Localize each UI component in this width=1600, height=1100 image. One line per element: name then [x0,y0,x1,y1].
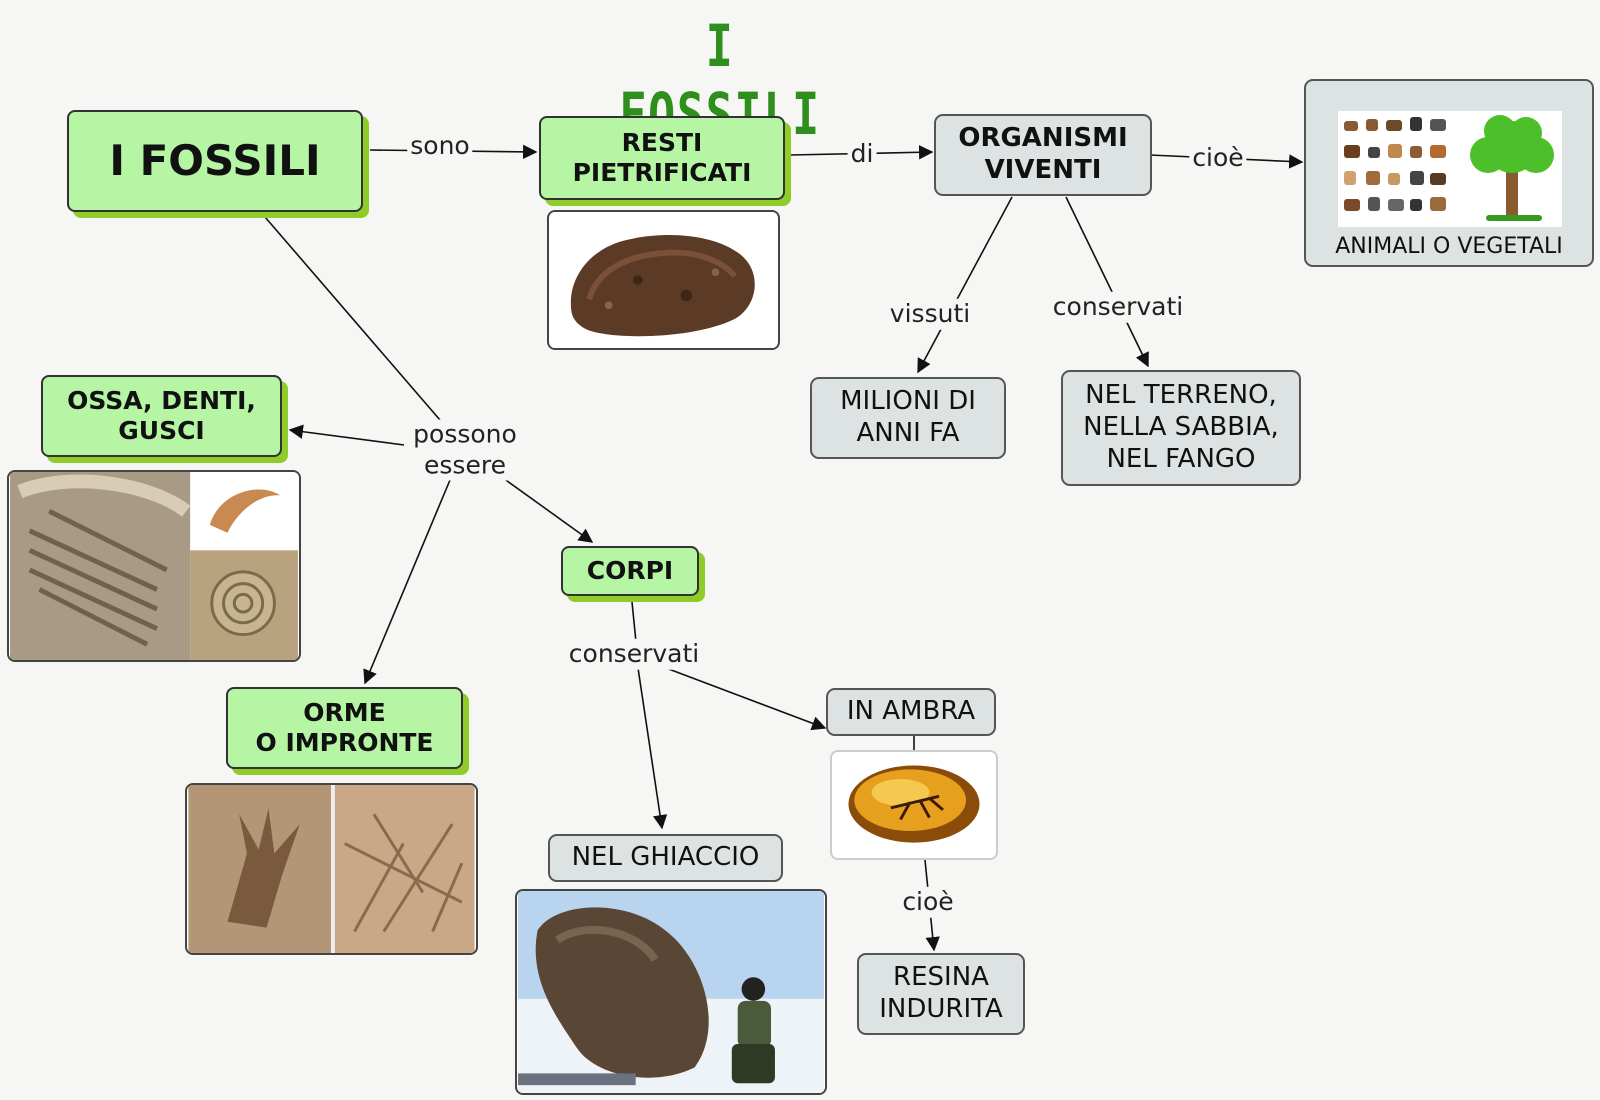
bones-teeth-shells-image [7,470,301,662]
link-possono-corpi [502,477,594,543]
node-i-fossili[interactable]: I FOSSILI [67,110,363,212]
node-in-ambra[interactable]: IN AMBRA [826,688,996,736]
link-label-conservati-2: conservati [565,638,703,670]
link-label-sono: sono [407,130,473,162]
node-resina-indurita[interactable]: RESINA INDURITA [857,953,1025,1035]
link-possono-orme [363,479,451,685]
node-nel-ghiaccio[interactable]: NEL GHIACCIO [548,834,783,882]
amber-image [830,750,998,860]
node-corpi[interactable]: CORPI [561,546,699,596]
node-animali-vegetali[interactable]: ANIMALI O VEGETALI [1304,79,1594,267]
animali-vegetali-label: ANIMALI O VEGETALI [1335,234,1563,259]
link-main-possono [264,216,441,421]
node-organismi-viventi[interactable]: ORGANISMI VIVENTI [934,114,1152,196]
node-milioni-di-anni-fa[interactable]: MILIONI DI ANNI FA [810,377,1006,459]
animals-tree-drawing [1344,115,1554,221]
node-orme-impronte[interactable]: ORME O IMPRONTE [226,687,463,769]
link-possono-ossa [288,424,405,446]
mammoth-in-ice-image [515,889,827,1095]
link-organismi-terreno [1065,196,1149,368]
node-ossa-denti-gusci[interactable]: OSSA, DENTI, GUSCI [41,375,282,457]
link-label-cioe-2: cioè [899,886,957,918]
link-label-conservati-1: conservati [1049,291,1187,323]
animals-and-tree-image [1338,111,1562,227]
footprints-image [185,783,478,955]
link-conservati-ambra [665,667,827,731]
link-organismi-milioni [917,196,1013,374]
node-resti-pietrificati[interactable]: RESTI PIETRIFICATI [539,116,785,200]
link-label-vissuti: vissuti [886,298,974,330]
link-corpi-conservati [631,601,637,643]
node-nel-terreno[interactable]: NEL TERRENO, NELLA SABBIA, NEL FANGO [1061,370,1301,486]
link-label-cioe-1: cioè [1189,142,1247,174]
link-label-di: di [847,138,877,170]
link-label-possono-essere: possono essere [410,419,520,481]
link-conservati-ghiaccio [637,667,668,830]
rock-image [547,210,780,350]
